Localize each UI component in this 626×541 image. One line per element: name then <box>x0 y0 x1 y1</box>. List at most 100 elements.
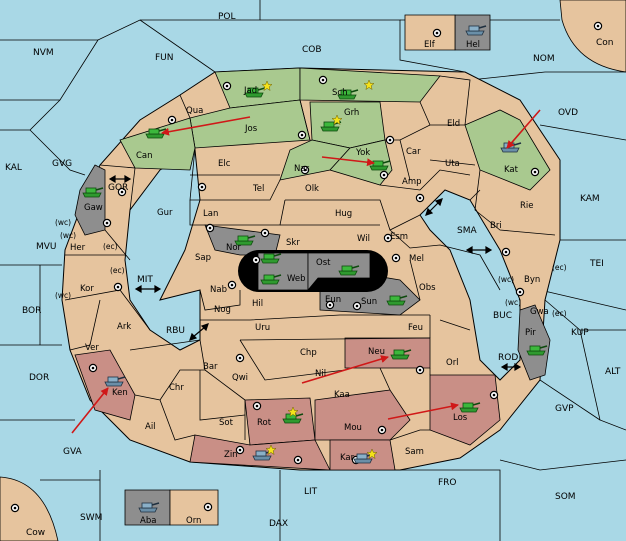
province-label: Hug <box>335 209 352 219</box>
province-label: Tel <box>252 184 264 194</box>
province-label: Kar <box>340 453 355 463</box>
order-arrow <box>71 387 109 434</box>
province-label: Neu <box>368 347 385 357</box>
province-elf[interactable] <box>404 14 456 51</box>
coast-label: (ec) <box>552 309 567 318</box>
order-arrow <box>301 355 389 384</box>
province-label: Web <box>287 274 306 284</box>
province-label: Sam <box>405 447 424 457</box>
supply-center-marker <box>222 81 232 91</box>
double-arrow-icon <box>425 198 443 216</box>
coast-label: (wc) <box>498 275 514 284</box>
sea-label-mvu: MVU <box>36 242 57 252</box>
province-label: Sch <box>332 88 347 98</box>
supply-center-marker <box>88 363 98 373</box>
province-label: Esm <box>390 232 408 242</box>
province-neu[interactable] <box>344 337 431 369</box>
province-label: Obs <box>419 283 436 293</box>
order-arrow <box>161 116 251 136</box>
supply-center-marker <box>383 233 393 243</box>
sea-label-kal: KAL <box>5 163 22 173</box>
order-arrow <box>506 109 541 149</box>
sea-label-gvp: GVP <box>555 404 574 414</box>
province-label: Pir <box>525 328 536 338</box>
province-label: Jad <box>243 86 257 96</box>
sea-label-dax: DAX <box>269 519 288 529</box>
supply-center-marker <box>489 390 499 400</box>
province-label: Byn <box>524 275 540 285</box>
supply-center-marker <box>501 247 511 257</box>
sea-label-ovd: OVD <box>558 108 578 118</box>
province-pir[interactable] <box>517 304 551 381</box>
supply-center-marker <box>235 445 245 455</box>
sea-label-cow: Cow <box>26 528 45 538</box>
supply-center-marker <box>432 28 442 38</box>
coast-label: (ec) <box>552 263 567 272</box>
supply-center-marker <box>415 193 425 203</box>
supply-center-marker <box>251 255 261 265</box>
province-label: Ken <box>112 388 128 398</box>
supply-center-marker <box>415 365 425 375</box>
province-jos[interactable] <box>189 99 311 149</box>
order-arrow <box>321 156 375 167</box>
coast-label: (wc) <box>55 218 71 227</box>
province-label: Gwa <box>530 307 549 317</box>
province-label: Nog <box>214 305 231 315</box>
province-gaw[interactable] <box>74 164 106 236</box>
province-borders <box>64 75 556 471</box>
supply-center-marker <box>391 253 401 263</box>
province-label: Los <box>453 413 468 423</box>
sea-label-kam: KAM <box>580 194 600 204</box>
province-label: Orn <box>186 516 201 526</box>
sea-label-gva: GVA <box>63 447 83 457</box>
province-label: Uru <box>255 323 270 333</box>
sea-label-buc: BUC <box>493 311 512 321</box>
province-label: Kat <box>504 165 519 175</box>
coast-label: (wc) <box>505 298 521 307</box>
supply-center-marker <box>352 301 362 311</box>
province-label: Bri <box>490 221 502 231</box>
supply-center-marker <box>379 170 389 180</box>
supply-center-marker <box>252 401 262 411</box>
supply-center-marker <box>203 502 213 512</box>
province-nar[interactable] <box>279 139 351 181</box>
province-mou[interactable] <box>314 389 411 441</box>
sea-label-bor: BOR <box>22 306 41 316</box>
province-label: Qwi <box>232 373 248 383</box>
double-arrow-icon <box>134 284 162 294</box>
sea-label-nvm: NVM <box>33 48 54 58</box>
province-label: Bar <box>203 362 218 372</box>
province-label: Uta <box>445 159 460 169</box>
sea-label-con: Con <box>596 38 614 48</box>
province-label: Nil <box>315 369 326 379</box>
province-label: Chr <box>169 383 184 393</box>
province-orn[interactable] <box>169 489 219 526</box>
province-label: Qua <box>186 106 203 116</box>
province-label: Amp <box>402 177 422 187</box>
supply-center-marker <box>113 282 123 292</box>
sea-label-rbu: RBU <box>166 326 185 336</box>
sea-label-alt: ALT <box>605 367 621 377</box>
province-label: Yok <box>355 148 370 158</box>
sea-label-nom: NOM <box>533 54 555 64</box>
province-label: Ver <box>85 343 99 353</box>
supply-center-marker <box>227 280 237 290</box>
province-label: Hil <box>252 299 263 309</box>
province-label: Kor <box>80 284 94 294</box>
supply-center-marker <box>117 187 127 197</box>
province-label: Feu <box>408 323 423 333</box>
coast-label: (ec) <box>110 266 125 275</box>
order-arrow <box>387 402 459 420</box>
supply-center-marker <box>385 135 395 145</box>
province-label: Ost <box>316 258 331 268</box>
supply-center-marker <box>300 165 310 175</box>
province-label: Sun <box>361 297 377 307</box>
sea-label-gvg: GVG <box>52 159 72 169</box>
sea-label-som: SOM <box>555 492 576 502</box>
coast-labels: (wc) (wc) (ec) (ec) (wc) (wc) (ec) (wc) … <box>55 218 567 318</box>
sea-label-lit: LIT <box>304 487 318 497</box>
province-label: Can <box>136 151 153 161</box>
province-label: Grh <box>344 108 359 118</box>
province-label: Her <box>70 243 86 253</box>
